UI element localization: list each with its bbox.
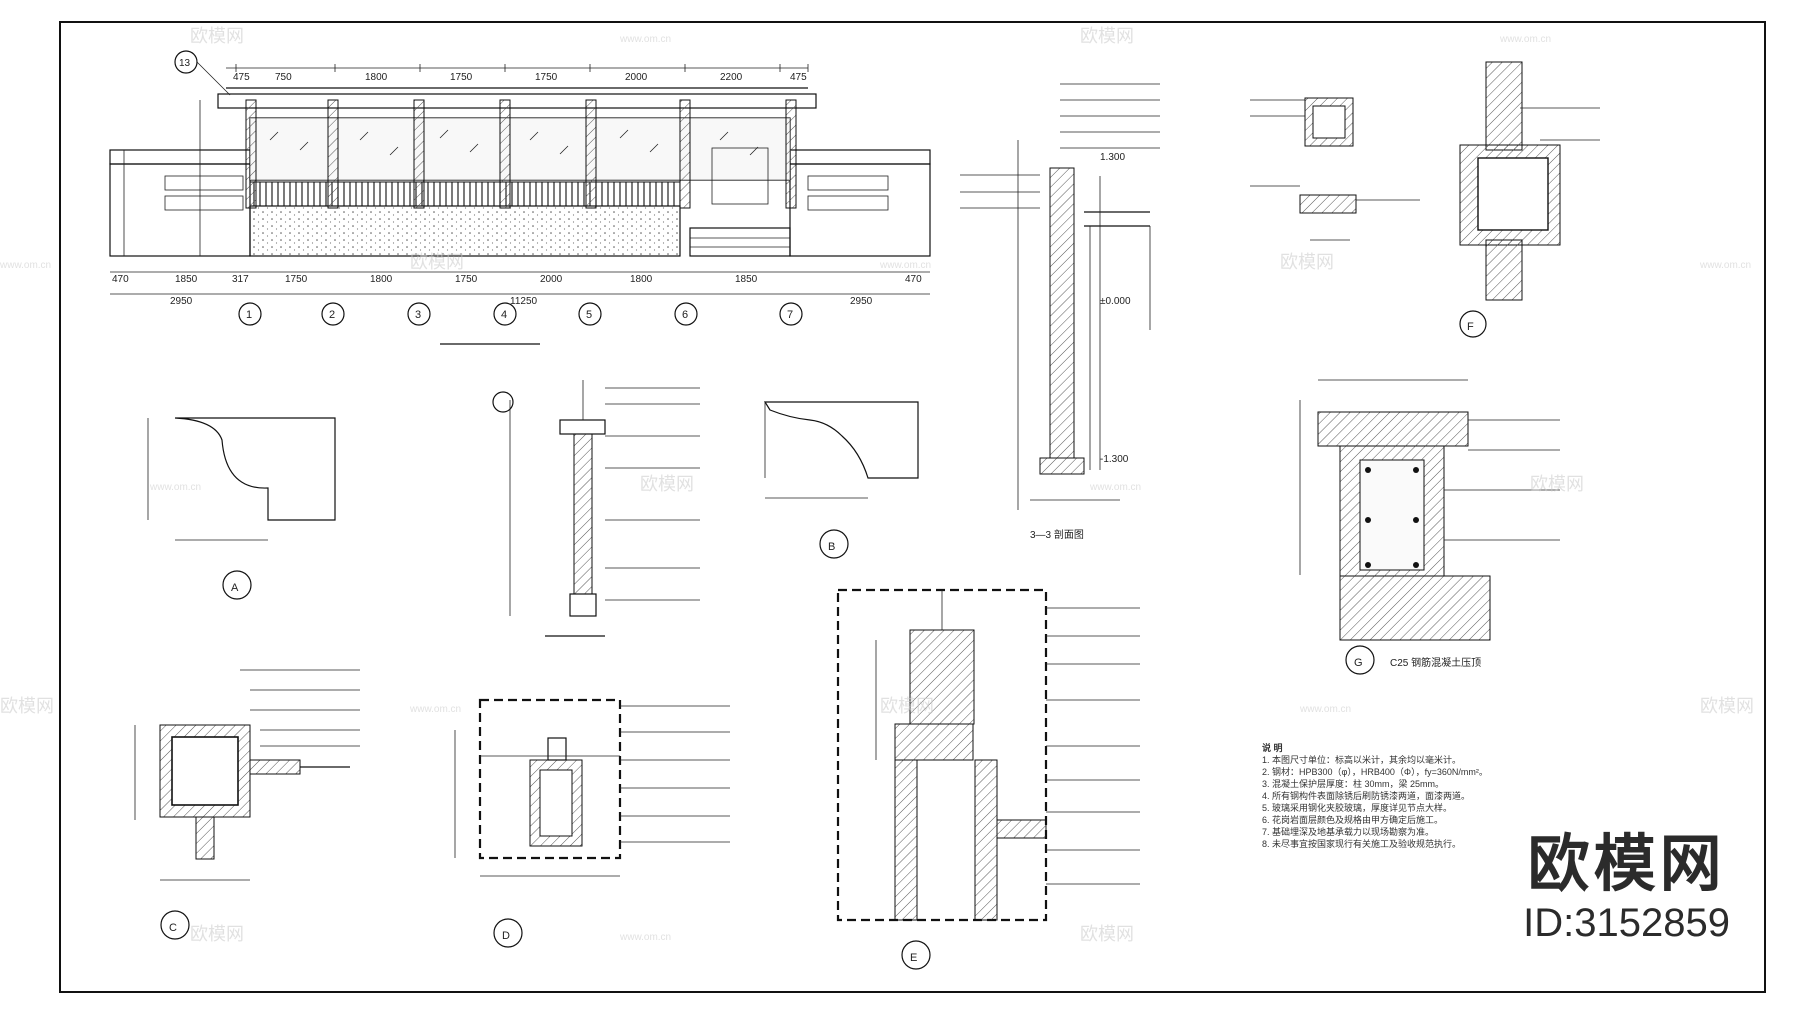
dim-top-2: 750 <box>275 72 292 83</box>
watermark-url-2: www.om.cn <box>1499 34 1551 45</box>
axis-7: 7 <box>787 309 793 321</box>
section-3-3: 1.300 ±0.000 -1.300 3—3 剖面图 <box>960 83 1160 541</box>
watermark-url-6: www.om.cn <box>149 482 201 493</box>
notes-line-7: 7. 基础埋深及地基承载力以现场勘察为准。 <box>1262 827 1435 837</box>
section-3-3-label: 3—3 剖面图 <box>1030 528 1084 541</box>
axis-4: 4 <box>501 309 507 321</box>
dim-top-3: 1800 <box>365 72 388 83</box>
detail-b-profile: B <box>763 401 919 559</box>
watermarks: 欧模网 www.om.cn 欧模网 www.om.cn www.om.cn 欧模… <box>0 26 1754 944</box>
brand-id: ID:3152859 <box>1523 901 1730 945</box>
mark-d: D <box>502 930 510 942</box>
total-right: 2950 <box>850 296 873 307</box>
watermark-logo-1: 欧模网 <box>190 26 244 46</box>
detail-g-caption: C25 钢筋混凝土压顶 <box>1390 656 1481 669</box>
watermark-url-8: www.om.cn <box>409 704 461 715</box>
notes-line-6: 6. 花岗岩面层颜色及规格由甲方确定后施工。 <box>1262 815 1444 825</box>
watermark-logo-8: 欧模网 <box>880 696 934 716</box>
watermark-logo-9: 欧模网 <box>1700 696 1754 716</box>
design-notes: 说 明 1. 本图尺寸单位：标高以米计，其余均以毫米计。 2. 钢材：HPB30… <box>1262 742 1592 850</box>
detail-e-section: E <box>836 588 1140 970</box>
mark-e: E <box>910 952 917 964</box>
callout-13: 13 <box>179 58 191 69</box>
section-2-2 <box>492 380 700 637</box>
dim-bot-8: 1800 <box>630 274 653 285</box>
detail-a-profile: A <box>147 417 336 600</box>
axis-5: 5 <box>586 309 592 321</box>
watermark-url-9: www.om.cn <box>1299 704 1351 715</box>
axis-3: 3 <box>415 309 421 321</box>
dim-top-4: 1750 <box>450 72 473 83</box>
dim-bot-6: 1750 <box>455 274 478 285</box>
watermark-url-7: www.om.cn <box>1089 482 1141 493</box>
dim-bot-7: 2000 <box>540 274 563 285</box>
notes-line-2: 2. 钢材：HPB300（φ），HRB400（Φ），fy=360N/mm²。 <box>1262 767 1488 777</box>
detail-f-column: F <box>1459 61 1600 338</box>
dim-top-7: 2200 <box>720 72 743 83</box>
elev-zero: ±0.000 <box>1100 296 1131 307</box>
mark-f: F <box>1467 321 1474 333</box>
watermark-url-10: www.om.cn <box>619 932 671 943</box>
notes-line-8: 8. 未尽事宜按国家现行有关施工及验收规范执行。 <box>1262 839 1462 849</box>
total-left: 2950 <box>170 296 193 307</box>
mark-c: C <box>169 922 177 934</box>
dim-top-5: 1750 <box>535 72 558 83</box>
detail-g-cap: G C25 钢筋混凝土压顶 <box>1299 379 1560 675</box>
axis-1: 1 <box>246 309 252 321</box>
brand-name: 欧模网 <box>1527 830 1726 899</box>
watermark-url-5: www.om.cn <box>1699 260 1751 271</box>
axis-2: 2 <box>329 309 335 321</box>
watermark-logo-11: 欧模网 <box>1080 924 1134 944</box>
plan-m1 <box>1250 97 1420 241</box>
front-elevation: 475 750 1800 1750 1750 2000 2200 475 13 … <box>109 50 931 345</box>
watermark-logo-5: 欧模网 <box>640 474 694 494</box>
watermark-logo-6: 欧模网 <box>1530 474 1584 494</box>
watermark-logo-7: 欧模网 <box>0 696 54 716</box>
watermark-logo-2: 欧模网 <box>1080 26 1134 46</box>
dim-bot-3: 317 <box>232 274 249 285</box>
watermark-url-3: www.om.cn <box>0 260 51 271</box>
notes-line-3: 3. 混凝土保护层厚度：柱 30mm，梁 25mm。 <box>1262 779 1445 789</box>
notes-line-5: 5. 玻璃采用钢化夹胶玻璃，厚度详见节点大样。 <box>1262 803 1453 813</box>
dim-bot-5: 1800 <box>370 274 393 285</box>
dim-bot-1: 470 <box>112 274 129 285</box>
watermark-url-1: www.om.cn <box>619 34 671 45</box>
notes-title: 说 明 <box>1262 743 1283 753</box>
mark-g: G <box>1354 657 1363 669</box>
watermark-logo-10: 欧模网 <box>190 924 244 944</box>
mark-b: B <box>828 541 835 553</box>
grid-axis-bubbles: 1 2 3 4 5 6 7 <box>238 302 803 326</box>
axis-6: 6 <box>682 309 688 321</box>
notes-line-1: 1. 本图尺寸单位：标高以米计，其余均以毫米计。 <box>1262 755 1462 765</box>
dim-bot-4: 1750 <box>285 274 308 285</box>
dim-top-6: 2000 <box>625 72 648 83</box>
dim-bot-10: 470 <box>905 274 922 285</box>
elev-minus-1300: -1.300 <box>1100 454 1129 465</box>
brand-watermark: 欧模网 ID:3152859 <box>1523 830 1730 946</box>
mark-a: A <box>231 582 239 594</box>
dim-top-1: 475 <box>233 72 250 83</box>
notes-line-4: 4. 所有钢构件表面除锈后刷防锈漆两道，面漆两道。 <box>1262 791 1471 801</box>
total-middle: 11250 <box>510 296 538 307</box>
watermark-logo-4: 欧模网 <box>1280 252 1334 272</box>
sheet-border <box>59 21 1766 993</box>
detail-d-plan: D <box>454 698 730 948</box>
dim-top-8: 475 <box>790 72 807 83</box>
dim-bot-9: 1850 <box>735 274 758 285</box>
detail-c-post: C <box>134 669 360 940</box>
watermark-url-4: www.om.cn <box>879 260 931 271</box>
dim-bot-2: 1850 <box>175 274 198 285</box>
elev-1300: 1.300 <box>1100 152 1125 163</box>
watermark-logo-3: 欧模网 <box>410 252 464 272</box>
